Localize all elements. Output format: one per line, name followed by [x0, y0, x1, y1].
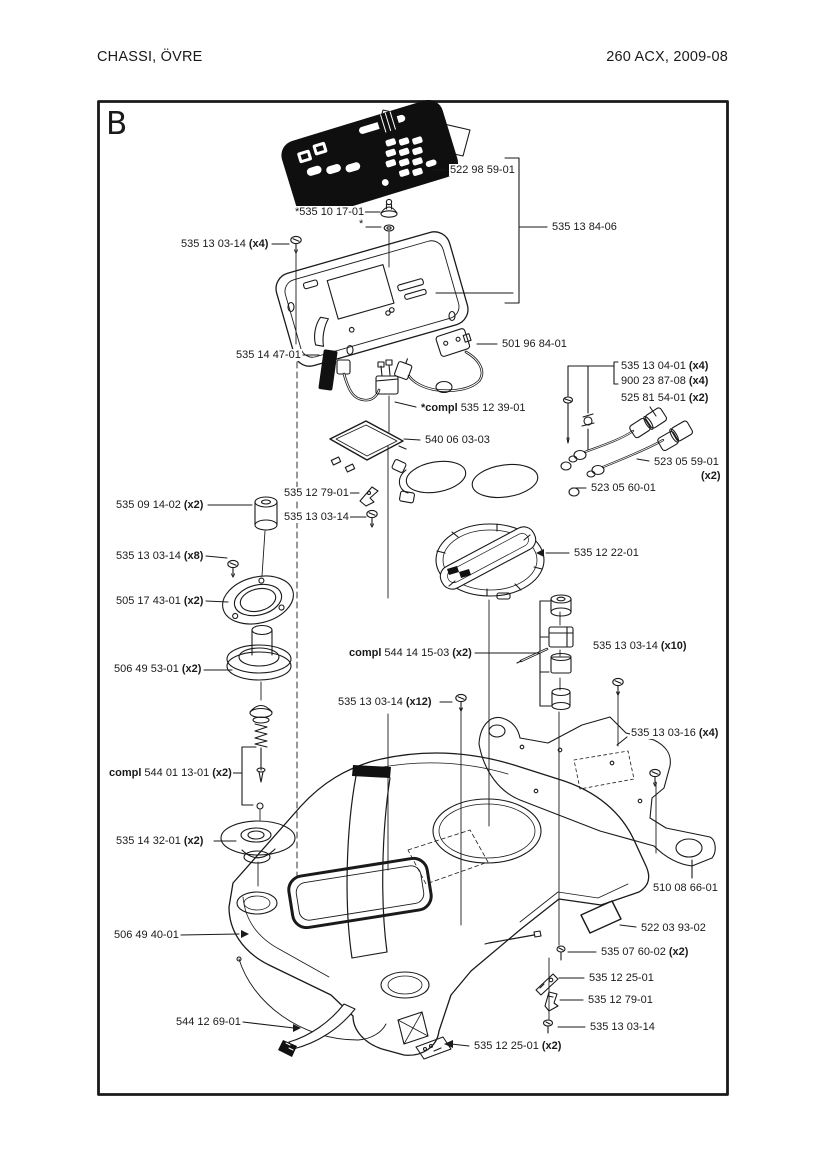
part-label: 535 13 03-14(x4) [180, 238, 270, 250]
part-label: 522 98 59-01 [449, 164, 516, 176]
handle-band [346, 765, 391, 959]
leader-line [394, 401, 417, 408]
part-label: 535 12 22-01 [573, 547, 640, 559]
section-letter: B [106, 106, 128, 142]
ribbon-connector [375, 110, 401, 134]
leader-line [649, 406, 657, 417]
part-label: 540 06 03-03 [424, 434, 491, 446]
part-label: 523 05 60-01 [590, 482, 657, 494]
part-label: 535 12 79-01 [587, 994, 654, 1006]
sealing-ring-plate [222, 575, 294, 625]
small-bracket [359, 486, 379, 507]
main-chassis-body [228, 752, 650, 1056]
long-screw [562, 396, 574, 444]
wire-plug-assembly [336, 359, 399, 402]
part-label: 525 81 54-01(x2) [620, 392, 710, 404]
contact-plate [535, 973, 559, 996]
part-label: 523 05 59-01 [653, 456, 720, 468]
part-label: 544 12 69-01 [175, 1016, 242, 1028]
cup-washer [220, 820, 296, 864]
part-label: (x2) [700, 470, 722, 482]
keypad-overlay [281, 99, 459, 219]
part-label: 506 49 53-01(x2) [113, 663, 203, 675]
leader-line [242, 1021, 295, 1029]
screw-bottom [542, 1019, 554, 1034]
diagram-frame [97, 100, 729, 1096]
part-label: 535 12 79-01 [283, 487, 350, 499]
part-label: 535 13 04-01(x4) [620, 360, 710, 372]
part-label: 535 13 84-06 [551, 221, 618, 233]
part-label: 510 08 66-01 [652, 882, 719, 894]
leader-line [619, 924, 637, 928]
screw-icon [290, 235, 302, 254]
leader-line [616, 736, 628, 746]
leader-line [205, 600, 229, 603]
part-label: 522 03 93-02 [640, 922, 707, 934]
part-label: 900 23 87-08(x4) [620, 375, 710, 387]
part-label: 535 07 60-02(x2) [600, 946, 690, 958]
connector-cable-a [568, 407, 668, 463]
part-label: 506 49 40-01 [113, 929, 180, 941]
screw-icon [612, 677, 624, 696]
display-housing [275, 231, 469, 367]
leader-line [180, 933, 240, 936]
support-plate [478, 716, 716, 867]
locknut [383, 224, 395, 232]
spacer-cylinder [254, 496, 278, 531]
alignment-lines [257, 231, 657, 1021]
leader-line [205, 555, 228, 559]
screw-icon [366, 509, 378, 528]
loop-cable [391, 459, 580, 504]
part-label: 535 13 03-14(x12) [337, 696, 433, 708]
small-bracket-bottom [544, 991, 559, 1012]
rubber-knob [380, 198, 398, 218]
housing-foot [287, 301, 295, 313]
valve-chain [516, 594, 574, 711]
leader-arrowheads [241, 930, 453, 1048]
handle-strip [278, 1003, 356, 1057]
part-label: 535 13 03-14 [283, 511, 350, 523]
small-screw-53507 [556, 945, 566, 961]
part-label: 535 09 14-02(x2) [115, 499, 205, 511]
housing-screw-hole [385, 310, 391, 316]
leader-lines [180, 169, 693, 1047]
part-label: 535 12 25-01 [588, 972, 655, 984]
gasket-frame [329, 420, 407, 473]
label-plate-x2 [415, 1036, 452, 1060]
part-label: 535 14 32-01(x2) [115, 835, 205, 847]
leader-line [403, 438, 421, 441]
connector-cable-b [586, 420, 693, 478]
spring-pin-assembly [249, 704, 273, 810]
sticker-plate [580, 900, 622, 934]
rotary-plate [435, 523, 545, 600]
leader-line [450, 1043, 470, 1047]
expander-rivet [581, 413, 595, 451]
part-label: 535 12 25-01(x2) [473, 1040, 563, 1052]
page-title: CHASSI, ÖVRE [97, 49, 203, 65]
screw-icon [455, 693, 467, 712]
part-label: *535 10 17-01 [294, 206, 366, 218]
part-label: 501 96 84-01 [501, 338, 568, 350]
part-label: 535 13 03-14(x10) [592, 640, 688, 652]
part-label: 535 13 03-14(x8) [115, 550, 205, 562]
part-label: 535 13 03-14 [589, 1021, 656, 1033]
bracket-lines [241, 157, 619, 806]
screw-icon [227, 559, 239, 578]
part-label: 535 14 47-01 [235, 349, 302, 361]
housing-foot [346, 344, 354, 356]
part-label: 505 17 43-01(x2) [115, 595, 205, 607]
sensor-harness [394, 328, 484, 394]
clip-bracket [314, 316, 329, 347]
flange-cylinder [226, 624, 292, 681]
part-label: 535 13 03-16(x4) [630, 727, 720, 739]
leader-line [636, 458, 650, 462]
part-label: * [358, 218, 365, 230]
model-revision: 260 ACX, 2009-08 [606, 49, 728, 65]
housing-foot [448, 310, 456, 322]
rubber-strip [318, 349, 338, 391]
